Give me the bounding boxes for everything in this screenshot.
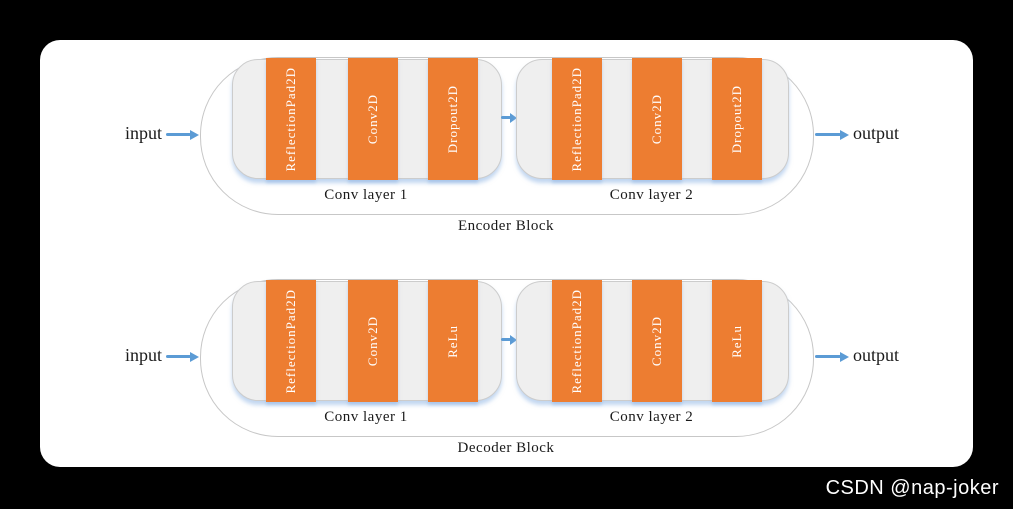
decoder-input-label: input (124, 345, 162, 365)
bar-label: ReLu (445, 324, 460, 358)
bar-label: Conv2D (649, 315, 664, 367)
encoder-conv-layer-1-caption: Conv layer 1 (324, 187, 408, 203)
bar-label: ReflectionPad2D (569, 288, 584, 394)
arrow-head (510, 113, 517, 123)
arrow-head (190, 130, 199, 140)
layer-bar: ReflectionPad2D (266, 280, 316, 402)
bar-label: ReflectionPad2D (283, 66, 298, 172)
bar-label: Conv2D (649, 93, 664, 145)
arrow-head (510, 335, 517, 345)
bar-label: Dropout2D (729, 84, 744, 154)
bar-label: Conv2D (365, 93, 380, 145)
encoder-conv-layer-2-caption: Conv layer 2 (609, 187, 694, 203)
arrow-line (501, 116, 511, 119)
arrow-line (166, 133, 191, 136)
layer-bar: Dropout2D (712, 58, 762, 180)
arrow-head (840, 130, 849, 140)
encoder-conv-layer-2: ReflectionPad2D Conv2D Dropout2D (516, 58, 789, 180)
decoder-conv-layer-1-caption: Conv layer 1 (324, 409, 408, 425)
layer-bar: ReLu (428, 280, 478, 402)
bar-label: ReflectionPad2D (283, 288, 298, 394)
encoder-block-caption: Encoder Block (457, 218, 555, 234)
arrow-line (501, 338, 511, 341)
bar-label: Dropout2D (445, 84, 460, 154)
decoder-block-caption: Decoder Block (457, 440, 555, 456)
arrow-head (190, 352, 199, 362)
encoder-output-label: output (853, 123, 900, 143)
layer-bar: Conv2D (348, 280, 398, 402)
layer-bar: ReflectionPad2D (552, 58, 602, 180)
arrow-line (166, 355, 191, 358)
decoder-output-label: output (853, 345, 900, 365)
layer-bar: Conv2D (632, 58, 682, 180)
layer-bar: Conv2D (632, 280, 682, 402)
bar-label: ReflectionPad2D (569, 66, 584, 172)
arrow-line (815, 355, 841, 358)
arrow-line (815, 133, 841, 136)
layer-bar: Conv2D (348, 58, 398, 180)
bar-label: ReLu (729, 324, 744, 358)
encoder-conv-layer-1: ReflectionPad2D Conv2D Dropout2D (232, 58, 502, 180)
csdn-watermark: CSDN @nap-joker (825, 477, 999, 499)
encoder-input-label: input (124, 123, 162, 143)
decoder-conv-layer-1: ReflectionPad2D Conv2D ReLu (232, 280, 502, 402)
arrow-head (840, 352, 849, 362)
layer-bar: ReflectionPad2D (552, 280, 602, 402)
decoder-conv-layer-2-caption: Conv layer 2 (609, 409, 694, 425)
layer-bar: ReflectionPad2D (266, 58, 316, 180)
decoder-conv-layer-2: ReflectionPad2D Conv2D ReLu (516, 280, 789, 402)
bar-label: Conv2D (365, 315, 380, 367)
layer-bar: ReLu (712, 280, 762, 402)
layer-bar: Dropout2D (428, 58, 478, 180)
